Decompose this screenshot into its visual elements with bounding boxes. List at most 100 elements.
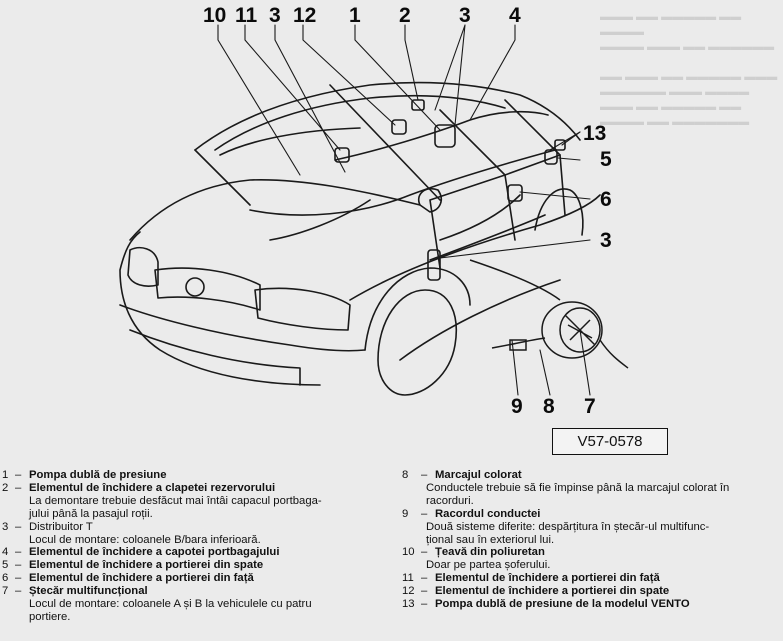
legend-number: 5 [2,559,9,572]
legend-number: 9 [402,507,409,520]
component-3a [427,249,441,281]
legend-item-8: 8–Marcajul colorat [402,469,780,482]
callout-7: 7 [584,395,596,418]
mirror [418,187,442,213]
legend-number: 2 [2,481,9,494]
callout-11: 11 [235,4,258,27]
legend-number: 6 [2,572,9,585]
legend-note: țional sau în exteriorul lui. [426,533,555,546]
car-hood [129,178,421,241]
side-line [349,194,601,301]
legend-dash: – [15,572,22,585]
legend-left: 1–Pompa dublă de presiune 2–Elementul de… [2,469,382,624]
legend-title: Elementul de închidere a portierei din s… [435,585,670,598]
grille [154,267,261,311]
legend-dash: – [15,469,22,481]
pipe-marker [509,339,527,351]
component-11 [334,147,350,163]
legend-dash: – [421,572,428,585]
callout-1: 1 [349,4,361,27]
component-6 [507,184,523,202]
callout-2: 2 [399,4,411,27]
legend-dash: – [15,481,22,494]
callout-3-top: 3 [269,4,281,27]
car-roof [194,81,581,151]
legend-item-7: 7–Ștecăr multifuncțional [2,585,382,598]
legend-number: 7 [2,585,9,598]
legend-title: Pompa dublă de presiune de la modelul VE… [435,598,690,611]
vacuum-line-main [249,149,556,216]
callout-6: 6 [600,188,612,211]
component-13 [554,139,566,151]
connector-inset [469,259,629,369]
inset-arrow [469,259,561,301]
bleed-through-text: ▬▬▬ ▬▬ ▬▬▬▬▬ ▬▬ ▬▬▬▬▬▬▬▬ ▬▬▬ ▬▬ ▬▬▬▬▬▬▬▬… [600,11,778,128]
legend-item-11: 11–Elementul de închidere a portierei di… [402,572,780,585]
bumper [119,304,366,352]
legend-title: Elementul de închidere a portierei din f… [435,572,660,585]
legend-item-3: 3–Distribuitor T [2,521,382,534]
vw-logo [185,277,205,297]
legend-number: 10 [402,546,415,559]
headlight-right [254,287,351,331]
callout-5: 5 [600,148,612,171]
legend-note: portiere. [29,610,71,623]
callout-3-top-right: 3 [459,4,471,27]
legend-title: Marcajul colorat [435,469,522,481]
legend-number: 3 [2,520,9,533]
legend-dash: – [421,507,428,520]
legend-number: 13 [402,598,415,611]
legend-item-10: 10–Țeavă din poliuretan [402,546,780,559]
legend-number: 8 [402,469,409,481]
front-wheel [377,289,457,396]
legend-note: Conductele trebuie să fie împinse până l… [426,481,730,494]
legend-item-13: 13–Pompa dublă de presiune de la modelul… [402,598,780,611]
legend-title: Elementul de închidere a portierei din f… [29,572,254,585]
component-1 [434,124,456,148]
legend-title: Racordul conductei [435,507,541,520]
legend-title: Distribuitor T [29,520,93,533]
connector-body [541,301,603,359]
legend-item-1: 1–Pompa dublă de presiune [2,469,382,482]
legend-dash: – [15,585,22,598]
component-12 [391,119,407,135]
connector-pins [564,314,596,346]
legend-right: 8–Marcajul colorat Conductele trebuie să… [402,469,780,611]
connector-hose [599,339,629,369]
figure-code: V57-0578 [552,428,668,455]
legend-number: 4 [2,546,9,559]
car-roof-inner [214,94,506,151]
legend-number: 12 [402,585,415,598]
vacuum-line-down [269,194,521,241]
car-front [119,231,321,386]
legend-note: Doar pe partea șoferului. [426,559,551,572]
front-wheel-arch [364,267,471,351]
connector-pipe [491,337,546,349]
legend-dash: – [421,585,428,598]
vacuum-line-rear [334,110,549,161]
legend-dash: – [421,469,428,481]
callout-8: 8 [543,395,555,418]
bumper-lower [129,329,301,386]
legend-note: Două sisteme diferite: despărțitura în ș… [426,520,710,533]
connector-face [559,307,601,353]
legend-dash: – [421,598,428,611]
legend-note: Locul de montare: coloanele B/bara infer… [29,533,261,546]
rear-wheel-arch [534,188,584,236]
legend-title: Pompa dublă de presiune [29,469,167,481]
legend-dash: – [421,546,428,559]
callout-3-right: 3 [600,229,612,252]
callout-9: 9 [511,395,523,418]
callout-13: 13 [583,122,607,145]
callout-4: 4 [509,4,521,27]
legend-number: 11 [402,572,414,585]
legend-dash: – [15,559,22,572]
legend-item-2: 2–Elementul de închidere a clapetei reze… [2,482,382,495]
sill [399,279,561,361]
legend-title: Ștecăr multifuncțional [29,585,148,598]
window-lines [329,84,561,201]
legend-item-5: 5–Elementul de închidere a portierei din… [2,559,382,572]
legend-note: jului până la pasajul roții. [29,507,153,520]
